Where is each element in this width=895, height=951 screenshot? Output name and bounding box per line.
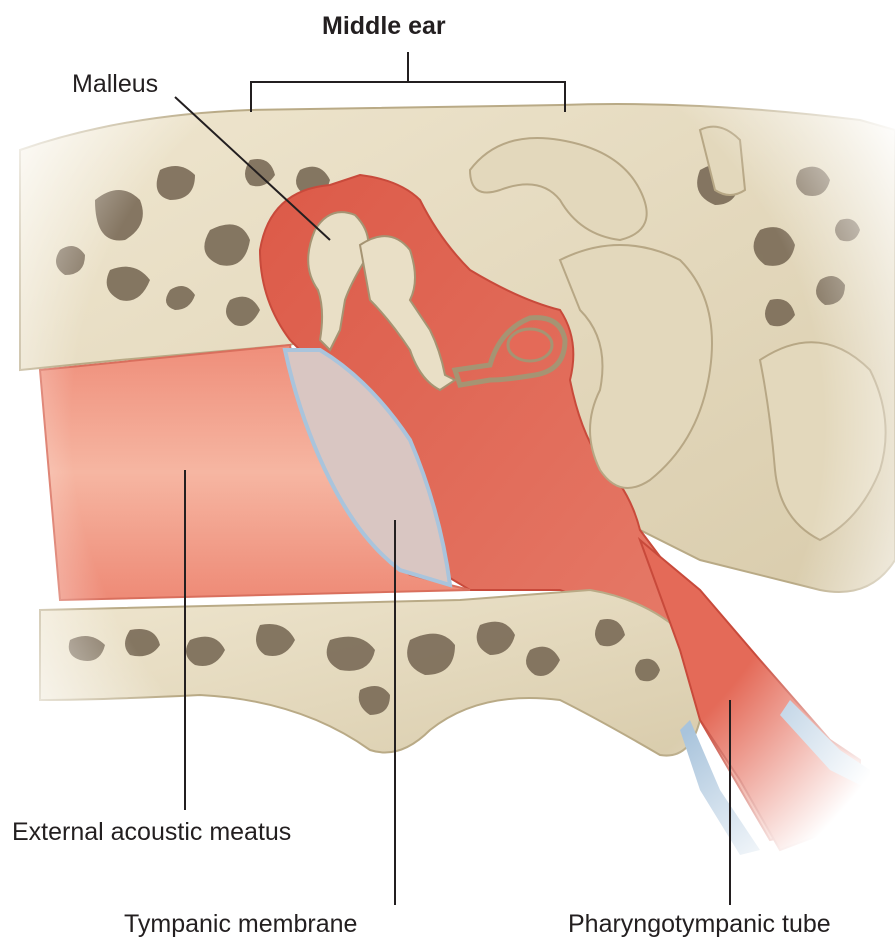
figure-title: Middle ear — [322, 14, 446, 39]
label-pharyngotympanic-tube: Pharyngotympanic tube — [568, 912, 831, 937]
label-external-acoustic-meatus: External acoustic meatus — [12, 820, 291, 845]
label-tympanic-membrane: Tympanic membrane — [124, 912, 357, 937]
label-malleus: Malleus — [72, 72, 158, 97]
